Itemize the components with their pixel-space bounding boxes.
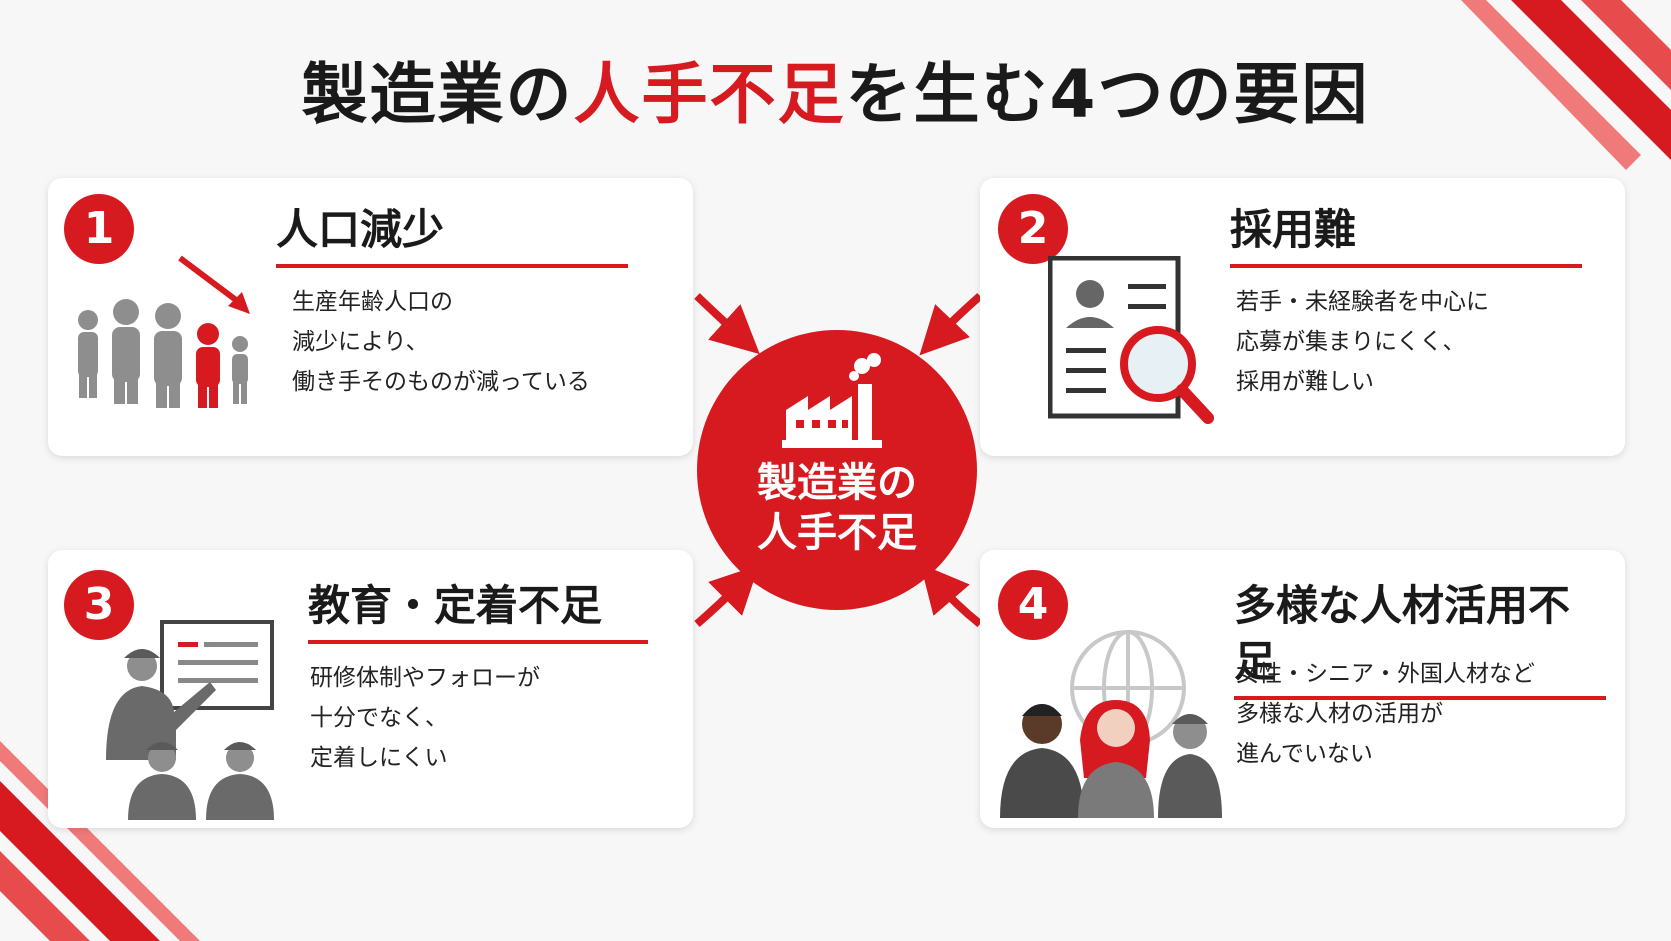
number-badge: 1 [64, 194, 134, 264]
description-line: 採用が難しい [1236, 369, 1374, 395]
center-label: 製造業の 人手不足 [697, 458, 977, 558]
description-line: 若手・未経験者を中心に [1236, 289, 1489, 315]
description-line: 応募が集まりにくく、 [1236, 329, 1466, 355]
description-line: 減少により、 [292, 329, 429, 355]
factor-title: 採用難 [1230, 202, 1582, 268]
training-icon [106, 620, 274, 820]
factor-card-2: 2 採用難 若手・未経験者を中心に 応募が集まりにくく、 採用が難しい [980, 178, 1625, 456]
description-line: 多様な人材の活用が [1236, 701, 1443, 727]
description-line: 生産年齢人口の [292, 289, 453, 315]
factor-card-4: 4 多様な人材活用不足 女性・シニア・外国人材など 多様な人材の活用が 進んでい… [980, 550, 1625, 828]
factor-description: 若手・未経験者を中心に 応募が集まりにくく、 採用が難しい [1236, 282, 1489, 402]
factor-description: 研修体制やフォローが 十分でなく、 定着しにくい [310, 658, 540, 778]
number-badge: 4 [998, 570, 1068, 640]
center-line-2: 人手不足 [757, 510, 917, 556]
description-line: 進んでいない [1236, 741, 1373, 767]
description-line: 働き手そのものが減っている [292, 369, 590, 395]
factor-title: 教育・定着不足 [308, 578, 648, 644]
number-badge: 3 [64, 570, 134, 640]
population-decline-icon [78, 255, 250, 408]
description-line: 女性・シニア・外国人材など [1236, 661, 1535, 687]
title-highlight: 人手不足 [573, 56, 846, 133]
title-part1: 製造業の [301, 56, 574, 133]
arrow-1 [694, 293, 760, 355]
factor-card-1: 1 人口減少 生産年齢人口の 減少により、 働き手そのものが減っている [48, 178, 693, 456]
factor-card-3: 3 教育・定着不足 研修体制やフォローが 十分でなく、 定着しにくい [48, 550, 693, 828]
resume-search-icon [1048, 256, 1214, 424]
factory-icon [782, 353, 882, 448]
description-line: 十分でなく、 [310, 705, 448, 731]
factor-title: 人口減少 [276, 202, 628, 268]
description-line: 研修体制やフォローが [310, 665, 540, 691]
diverse-workers-icon [1000, 630, 1222, 818]
corner-stripes-top-right [1461, 0, 1671, 170]
center-line-1: 製造業の [757, 460, 917, 506]
center-circle: 製造業の 人手不足 [697, 330, 977, 610]
number-badge: 2 [998, 194, 1068, 264]
description-line: 定着しにくい [310, 745, 448, 771]
factor-description: 女性・シニア・外国人材など 多様な人材の活用が 進んでいない [1236, 654, 1535, 774]
page-title: 製造業の人手不足を生む4つの要因 [0, 55, 1671, 135]
arrow-3 [694, 565, 759, 628]
arrow-4 [920, 563, 983, 628]
factor-description: 生産年齢人口の 減少により、 働き手そのものが減っている [292, 282, 590, 402]
arrow-2 [919, 292, 983, 356]
factor-title: 多様な人材活用不足 [1234, 578, 1606, 700]
title-part2: を生む4つの要因 [845, 56, 1370, 133]
